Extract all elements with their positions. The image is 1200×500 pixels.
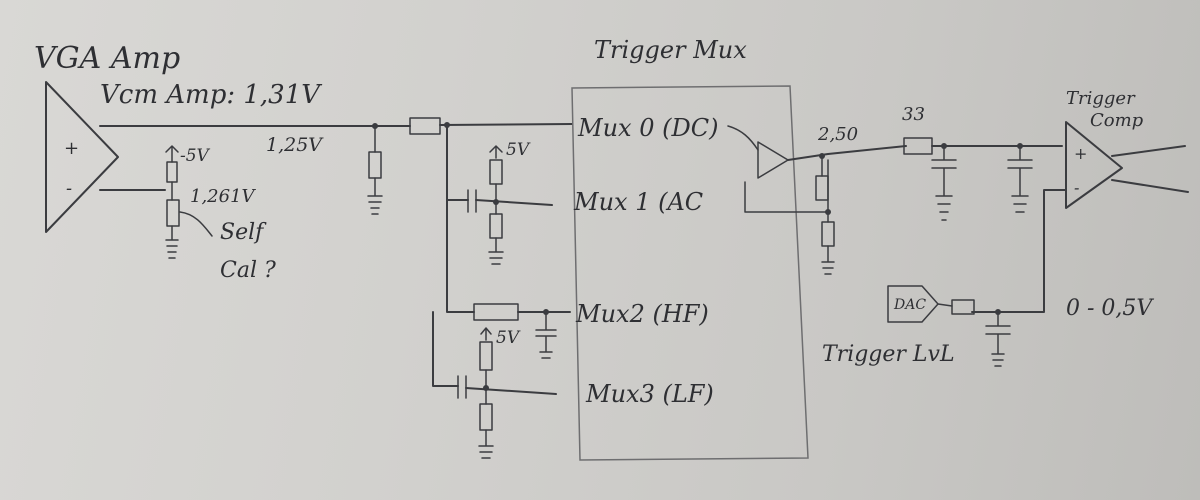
v1261-label: 1,261V — [190, 186, 255, 207]
trigger-mux-box — [571, 85, 809, 461]
trigger-comp-label-2: Comp — [1090, 110, 1144, 131]
comp-minus-sign: - — [1074, 178, 1080, 197]
range-label: 0 - 0,5V — [1066, 296, 1153, 321]
trigger-lvl-label: Trigger LvL — [822, 342, 955, 367]
signal-line — [99, 123, 573, 127]
minus-5v-label: -5V — [180, 146, 209, 166]
amp-minus-sign: - — [66, 178, 73, 199]
dac-symbol — [887, 285, 939, 323]
v250-label: 2,50 — [818, 124, 859, 145]
cal-label: Cal ? — [220, 258, 276, 283]
mux2-label: Mux2 (HF) — [576, 300, 709, 328]
plus-5v-label-b: 5V — [496, 328, 520, 348]
v125-label: 1,25V — [266, 134, 323, 156]
comp-plus-sign: + — [1074, 144, 1088, 163]
trigger-mux-label: Trigger Mux — [594, 36, 747, 64]
amp-plus-sign: + — [64, 138, 80, 159]
self-label: Self — [220, 220, 264, 245]
plus-5v-label-a: 5V — [506, 140, 530, 160]
r33-label: 33 — [902, 104, 925, 125]
mux0-label: Mux 0 (DC) — [578, 114, 719, 142]
dac-label: DAC — [894, 297, 927, 313]
mux1-label: Mux 1 (AC — [574, 188, 704, 216]
vga-amplifier-symbol — [45, 81, 119, 233]
trigger-comp-label-1: Trigger — [1066, 88, 1135, 109]
vcm-amp-label: Vcm Amp: 1,31V — [100, 80, 321, 110]
trigger-comparator-symbol — [1065, 121, 1123, 209]
buffer-amp-symbol — [757, 141, 789, 179]
mux3-label: Mux3 (LF) — [586, 380, 714, 408]
vga-amp-label: VGA Amp — [34, 41, 181, 76]
